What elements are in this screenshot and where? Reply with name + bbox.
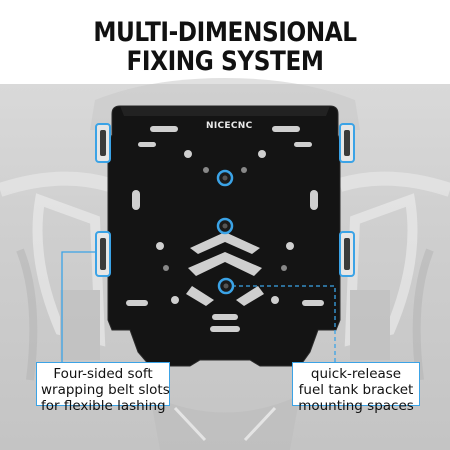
callout-fuel-tank-line-1: quick-release: [310, 366, 402, 382]
rack-plate: [107, 105, 341, 367]
headline-line-1: MULTI-DIMENSIONAL: [93, 17, 357, 48]
callout-belt-slots-line-2: wrapping belt slots: [41, 382, 170, 398]
callout-leaders: [61, 251, 336, 362]
mounting-nuts: [216, 169, 235, 295]
callout-fuel-tank-line-2: fuel tank bracket: [298, 382, 414, 398]
callout-fuel-tank-bracket: quick-release fuel tank bracket mounting…: [292, 362, 420, 414]
headline-line-2: FIXING SYSTEM: [126, 46, 324, 77]
headline: MULTI-DIMENSIONAL FIXING SYSTEM: [32, 18, 419, 76]
callout-fuel-tank-line-3: mounting spaces: [298, 398, 414, 414]
callout-belt-slots-line-3: for flexible lashing: [41, 398, 166, 414]
callout-belt-slots: Four-sided soft wrapping belt slots for …: [36, 362, 170, 414]
callout-belt-slots-line-1: Four-sided soft: [53, 366, 153, 382]
brand-logo: NICECNC: [206, 121, 253, 131]
